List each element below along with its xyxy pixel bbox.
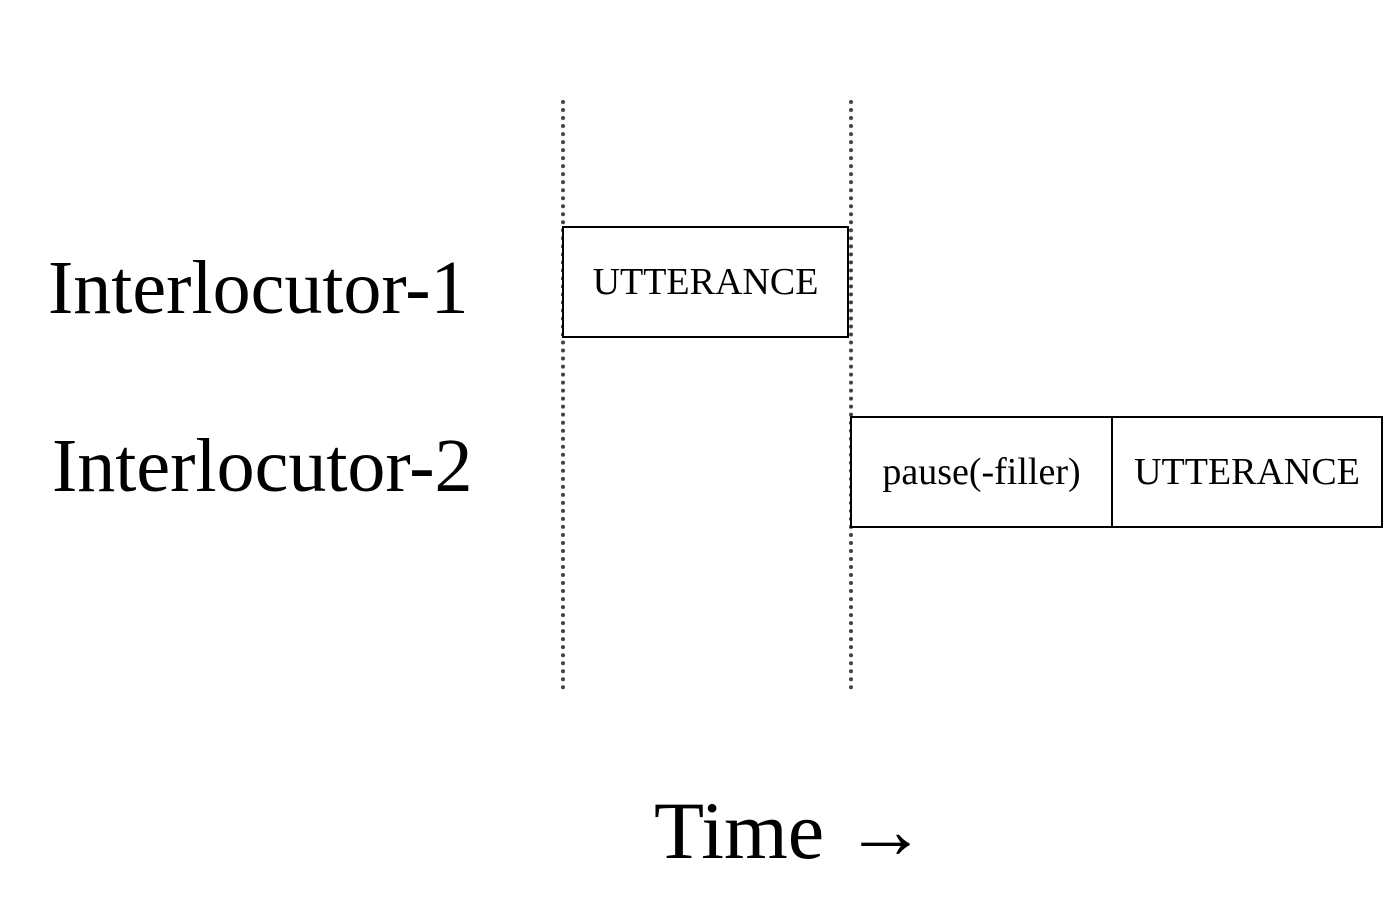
interlocutor-2-label: Interlocutor-2 <box>52 424 473 508</box>
utterance-label: UTTERANCE <box>592 261 819 303</box>
interlocutor-1-label: Interlocutor-1 <box>48 246 469 330</box>
interlocutor-1-utterance-box: UTTERANCE <box>562 226 849 338</box>
pause-filler-box: pause(-filler) <box>850 416 1113 528</box>
interlocutor-2-utterance-box: UTTERANCE <box>1111 416 1383 528</box>
pause-filler-label: pause(-filler) <box>882 451 1081 493</box>
utterance-start-boundary <box>561 100 565 690</box>
utterance-end-boundary <box>849 100 853 690</box>
utterance-label: UTTERANCE <box>1134 451 1360 493</box>
time-axis-label: Time → <box>654 785 927 876</box>
